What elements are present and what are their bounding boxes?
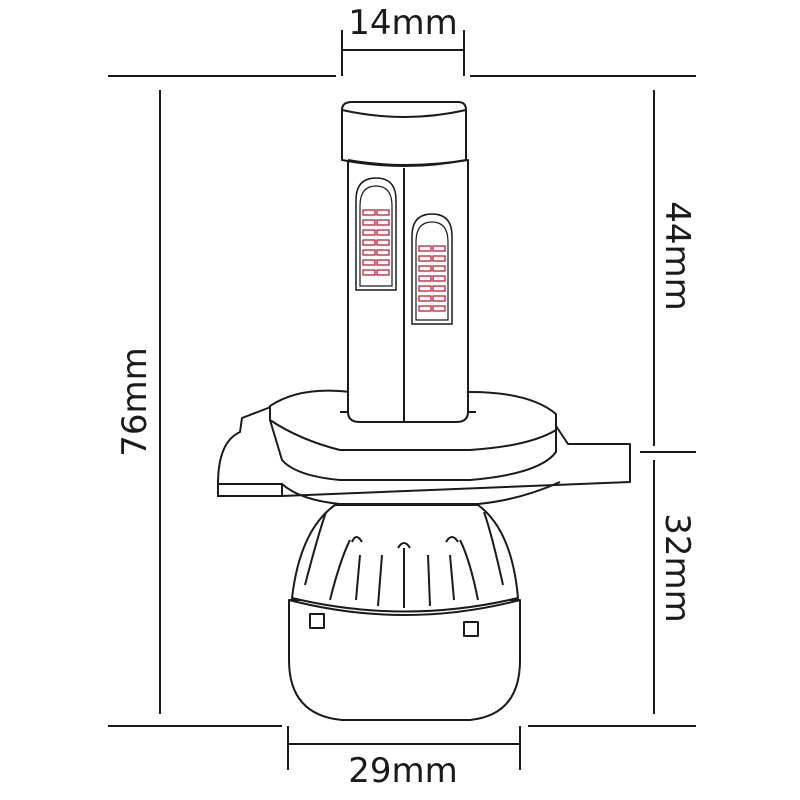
led-column [340,101,476,423]
led-cell [432,265,446,272]
heat-sink [288,504,521,721]
fin-7 [449,554,455,601]
led-cell [362,249,376,256]
led-cell [418,275,432,282]
led-cell [418,295,432,302]
drum-seam [288,599,521,616]
led-cell [376,219,390,226]
led-cell [362,229,376,236]
led-cell [418,305,432,312]
fin-3 [355,554,361,601]
led-array-right [418,245,446,312]
lower-height-label: 32mm [657,513,697,623]
fin-tip-1 [351,536,363,543]
led-cell [432,285,446,292]
clip-right [463,621,479,637]
led-chip-left [355,177,397,291]
fin-9 [483,511,504,586]
led-cell [432,245,446,252]
total-height-label: 76mm [115,347,155,457]
cap-rim [341,109,467,118]
fin-tip-2 [397,542,411,549]
led-cell [362,269,376,276]
led-cell [376,239,390,246]
led-cell [418,245,432,252]
fin-tip-3 [445,536,459,543]
led-cell [362,209,376,216]
fin-2 [329,539,351,601]
led-cell [362,219,376,226]
led-cell [376,249,390,256]
top-width-label: 14mm [348,3,458,43]
column-top-cap [341,101,467,167]
led-cell [418,255,432,262]
led-bulb [217,101,631,721]
led-cell [432,275,446,282]
led-cell [376,269,390,276]
flange-tab-left [217,484,282,497]
led-cell [418,285,432,292]
led-array-left [362,209,390,276]
led-cell [376,209,390,216]
fin-8 [459,539,479,601]
led-cell [376,229,390,236]
fin-1 [304,511,327,586]
drum-body [288,599,521,721]
flange-cap-edge [269,419,557,451]
clip-left [309,613,325,629]
led-cell [418,265,432,272]
led-cell [432,305,446,312]
flange-lower-edge [281,481,561,505]
dimension-lines [108,30,696,770]
led-cell [362,239,376,246]
led-cell [432,295,446,302]
fin-6 [427,554,431,607]
led-chip-right [411,213,453,325]
led-cell [432,255,446,262]
led-cell [362,259,376,266]
upper-height-label: 44mm [657,201,697,311]
led-cell [376,259,390,266]
bottom-width-label: 29mm [348,751,458,791]
cap-seam [347,159,469,166]
fin-4 [377,554,383,607]
